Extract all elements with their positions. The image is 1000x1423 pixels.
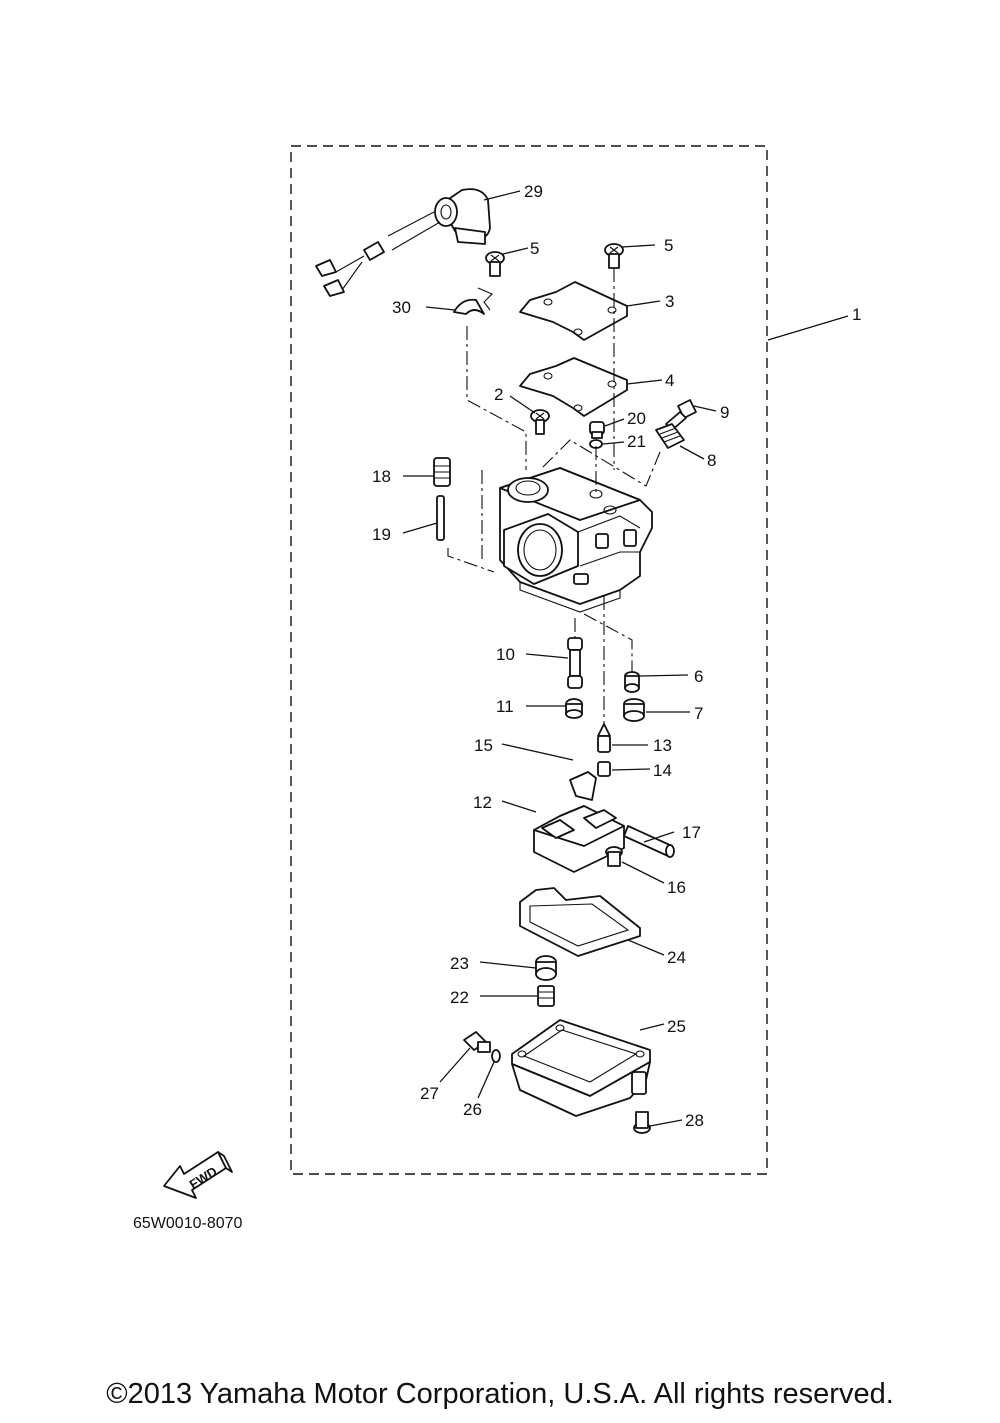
callout-28: 28 bbox=[685, 1111, 704, 1130]
callout-8: 8 bbox=[707, 451, 716, 470]
part-8-spring bbox=[655, 423, 685, 449]
part-4-gasket bbox=[519, 357, 628, 417]
part-7-plug bbox=[623, 698, 645, 722]
callout-26: 26 bbox=[463, 1100, 482, 1119]
callout-3: 3 bbox=[665, 292, 674, 311]
part-14-seat bbox=[597, 761, 611, 777]
part-6-pilot-jet bbox=[624, 671, 640, 693]
part-3-plate bbox=[519, 281, 628, 341]
callout-22: 22 bbox=[450, 988, 469, 1007]
part-12-float bbox=[533, 805, 625, 873]
callout-12: 12 bbox=[473, 793, 492, 812]
callout-11: 11 bbox=[496, 697, 514, 716]
callout-30: 30 bbox=[392, 298, 411, 317]
part-27-drain-screw bbox=[463, 1031, 491, 1053]
part-20-jet bbox=[589, 421, 605, 439]
part-16-screw bbox=[605, 846, 623, 867]
copyright-notice: ©2013 Yamaha Motor Corporation, U.S.A. A… bbox=[106, 1378, 894, 1410]
part-26-o-ring bbox=[491, 1049, 501, 1063]
callout-23: 23 bbox=[450, 954, 469, 973]
callout-25: 25 bbox=[667, 1017, 686, 1036]
fwd-arrow-icon: FWD bbox=[163, 1151, 233, 1199]
callout-2: 2 bbox=[494, 385, 503, 404]
part-11-main-jet bbox=[565, 698, 583, 719]
callout-18: 18 bbox=[372, 467, 391, 486]
part-5-screw-right bbox=[604, 243, 624, 269]
part-19-pin bbox=[436, 495, 445, 541]
part-22-spring bbox=[537, 985, 555, 1007]
carburetor-body bbox=[499, 467, 653, 613]
callout-5-left: 5 bbox=[530, 239, 539, 258]
callout-17: 17 bbox=[682, 823, 701, 842]
callout-9: 9 bbox=[720, 403, 729, 422]
callout-7: 7 bbox=[694, 704, 703, 723]
callout-20: 20 bbox=[627, 409, 646, 428]
callout-6: 6 bbox=[694, 667, 703, 686]
callout-16: 16 bbox=[667, 878, 686, 897]
part-18-nozzle bbox=[433, 457, 451, 487]
part-23-collar bbox=[535, 955, 557, 981]
callout-29: 29 bbox=[524, 182, 543, 201]
callout-24: 24 bbox=[667, 948, 686, 967]
callout-5-right: 5 bbox=[664, 236, 673, 255]
callout-4: 4 bbox=[665, 371, 674, 390]
callout-14: 14 bbox=[653, 761, 672, 780]
callout-13: 13 bbox=[653, 736, 672, 755]
callout-19: 19 bbox=[372, 525, 391, 544]
callout-1: 1 bbox=[852, 305, 861, 324]
callout-15: 15 bbox=[474, 736, 493, 755]
part-28-screw bbox=[633, 1111, 651, 1134]
callout-27: 27 bbox=[420, 1084, 439, 1103]
leader-lines bbox=[402, 190, 849, 1127]
part-17-float-pin bbox=[623, 825, 675, 858]
callout-labels: 29 5 5 30 3 1 4 2 9 20 21 8 18 19 10 6 1… bbox=[372, 182, 861, 1130]
part-29-connector bbox=[315, 188, 491, 297]
callout-21: 21 bbox=[627, 432, 646, 451]
diagram-code: 65W0010-8070 bbox=[133, 1215, 243, 1232]
part-5-screw-left bbox=[485, 251, 505, 277]
callout-10: 10 bbox=[496, 645, 515, 664]
part-10-main-nozzle bbox=[567, 637, 583, 689]
part-15-clip bbox=[569, 771, 597, 801]
part-13-needle-valve bbox=[597, 723, 611, 753]
part-25-float-chamber bbox=[511, 1019, 651, 1117]
part-30-clip bbox=[453, 287, 493, 315]
part-2-screw bbox=[530, 409, 550, 435]
